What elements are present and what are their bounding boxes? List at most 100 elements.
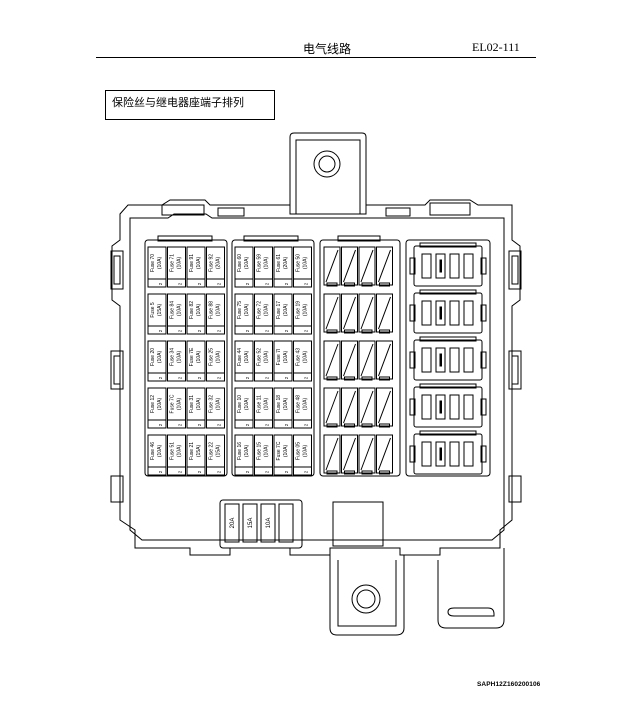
spare-fuse: 10A [260, 503, 276, 543]
fuse-name: Fuse 7C [170, 394, 176, 413]
fuse-rating: (10A) [196, 351, 202, 364]
relay-terminal [376, 340, 393, 381]
spare-fuse-holder [219, 499, 303, 549]
terminal-mark: 2 [245, 376, 250, 379]
fuse-rating: (10A) [283, 398, 289, 411]
relay-socket [409, 289, 487, 334]
terminal-mark: 2 [245, 329, 250, 332]
left-block-latch [157, 235, 213, 242]
fuse-cell: Fuse 60(10A)2 [234, 246, 254, 288]
fuse-name: Fuse 92 [209, 254, 215, 272]
fuse-name: Fuse 88 [209, 301, 215, 319]
fuse-cell: Fuse 52(10A)2 [254, 340, 273, 382]
fuse-rating: (15A) [196, 445, 202, 458]
fuse-cell: Fuse 17(10A) 2 [273, 293, 293, 335]
fuse-name: Fuse 44 [237, 348, 243, 366]
spare-fuse-rating: 20A [230, 518, 236, 529]
terminal-mark: 2 [265, 470, 270, 473]
terminal-mark: 2 [197, 423, 202, 426]
terminal-mark: 2 [217, 282, 222, 285]
fuse-cell: Fuse 25(10A)2 [206, 340, 225, 382]
fuse-rating: (10A) [177, 351, 183, 364]
fuse-cell: Fuse 7C(10A)2 [273, 434, 293, 476]
fuse-cell: Fuse 50(10A)2 [293, 246, 312, 288]
fuse-name: Fuse 05 [296, 442, 302, 460]
fuse-rating: (10A) [157, 257, 163, 270]
fuse-name: Fuse 16 [237, 442, 243, 460]
fuse-rating: (10A) [303, 257, 309, 270]
fuse-rating: (10A) [244, 304, 250, 317]
terminal-mark: 2 [304, 376, 309, 379]
fuse-cell: Fuse 91(10A)2 [186, 246, 206, 288]
relay-block-latch [337, 235, 381, 242]
fuse-cell: Fuse 92(20A)2 [206, 246, 225, 288]
terminal-mark: 2 [158, 329, 163, 332]
fuse-rating: (10A) [177, 445, 183, 458]
terminal-mark: 2 [265, 423, 270, 426]
terminal-mark: 2 [178, 376, 183, 379]
fuse-name: Fuse 34 [170, 348, 176, 366]
right-fuse-block [231, 239, 315, 477]
header-rule [96, 57, 536, 58]
fuse-name: Fuse 21 [189, 442, 195, 460]
fuse-cell: Fuse 7I(10A)2 [273, 340, 293, 382]
fuse-rating: (10A) [157, 398, 163, 411]
relay-terminal [358, 340, 376, 381]
fuse-rating: (10A) [157, 445, 163, 458]
terminal-mark: 2 [217, 423, 222, 426]
terminal-mark: 2 [197, 329, 202, 332]
fuse-rating: (10A) [283, 304, 289, 317]
fuse-name: Fuse 7C [276, 441, 282, 460]
right-block-latch [243, 235, 299, 242]
fuse-name: Fuse 5 [150, 302, 156, 318]
fuse-rating: (10A) [177, 257, 183, 270]
fuse-rating: (10A) [303, 351, 309, 364]
relay-socket [409, 383, 487, 428]
relay-terminal [358, 246, 376, 287]
fuse-rating: (20A) [283, 257, 289, 270]
terminal-mark: 2 [284, 329, 289, 332]
spare-fuse: 20A [224, 503, 240, 543]
fuse-rating: (10A) [196, 257, 202, 270]
terminal-mark: 2 [178, 282, 183, 285]
terminal-mark: 2 [245, 282, 250, 285]
fuse-name: Fuse 20 [150, 348, 156, 366]
fuse-rating: (10A) [177, 398, 183, 411]
fuse-rating: (15A) [216, 445, 222, 458]
terminal-mark: 2 [158, 282, 163, 285]
header-title: 电气线路 [303, 42, 352, 56]
fuse-cell: Fuse 21(15A)2 [186, 434, 206, 476]
top-clip-mid [217, 207, 245, 217]
fuse-cell: Fuse 16(10A)2 [234, 434, 254, 476]
relay-terminal [376, 246, 393, 287]
fuse-rating: (10A) [283, 445, 289, 458]
fuse-name: Fuse 48 [296, 395, 302, 413]
fuse-cell: Fuse 19(10A)2 [293, 293, 312, 335]
page-code: EL02-111 [472, 40, 520, 54]
top-mount-tab [289, 132, 367, 214]
terminal-mark: 2 [197, 282, 202, 285]
fuse-rating: (10A) [216, 398, 222, 411]
relay-terminal [323, 340, 341, 381]
terminal-mark: 2 [284, 282, 289, 285]
fuse-cell: Fuse 11(10A)2 [254, 387, 273, 429]
fuse-name: Fuse 51 [170, 442, 176, 460]
fuse-name: Fuse 17 [276, 301, 282, 319]
fuse-name: Fuse 22 [209, 442, 215, 460]
fuse-cell: Fuse 7C(10A)2 [167, 387, 186, 429]
fuse-cell: Fuse 51(10A)2 [167, 434, 186, 476]
top-clip-left [161, 204, 205, 216]
fuse-cell: Fuse 71(10A)2 [167, 246, 186, 288]
relay-terminal [358, 293, 376, 334]
fuse-cell: Fuse 10(10A)2 [234, 387, 254, 429]
fuse-rating: (10A) [264, 351, 270, 364]
fuse-name: Fuse 7I [276, 349, 282, 366]
fuse-rating: (10A) [303, 445, 309, 458]
relay-terminal [341, 387, 358, 428]
fuse-cell: Fuse 72(10A)2 [254, 293, 273, 335]
fuse-name: Fuse 52 [257, 348, 263, 366]
